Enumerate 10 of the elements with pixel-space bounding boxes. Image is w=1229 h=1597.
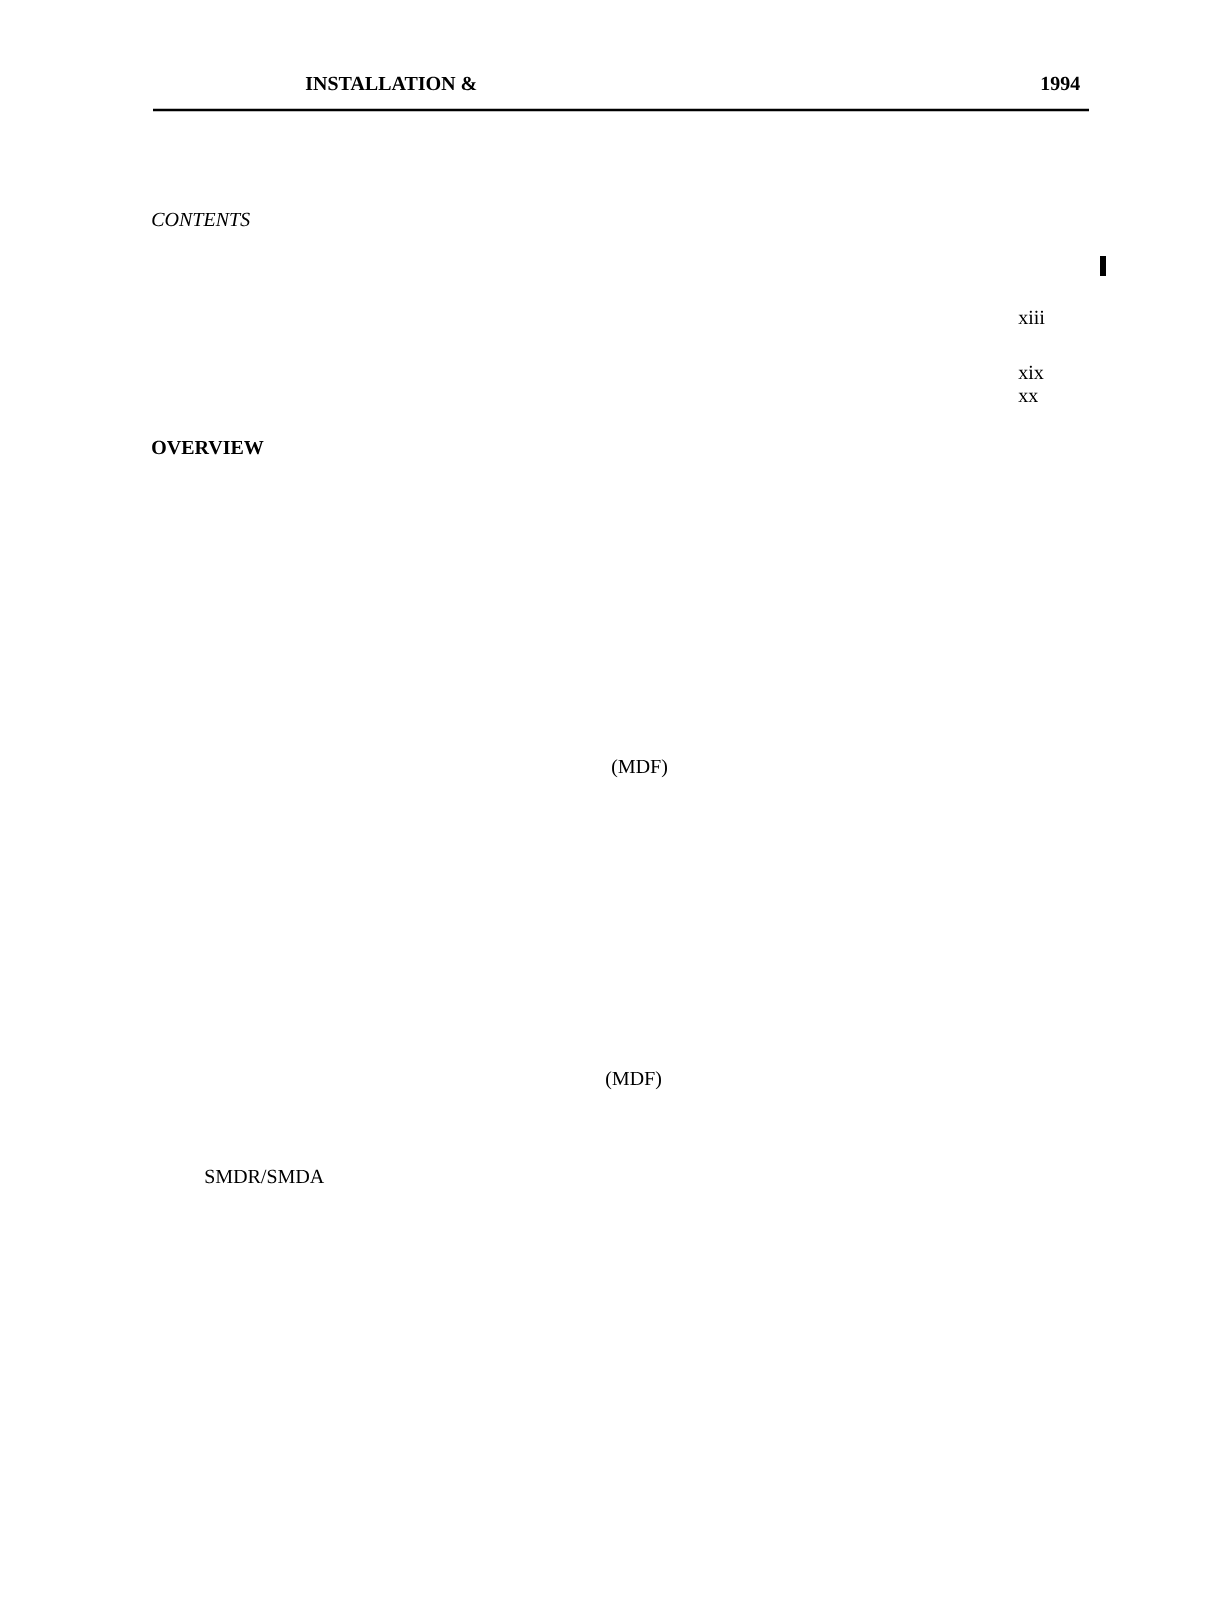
section-heading: OVERVIEW: [152, 440, 264, 455]
page-number: xiii: [1018, 310, 1045, 324]
header-text: INSTALLATION &: [305, 76, 477, 91]
contents-text: (MDF): [606, 1071, 661, 1090]
contents-text: (MDF): [612, 759, 667, 778]
header-year: 1994: [1041, 76, 1080, 91]
contents-text: SMDR/SMDA: [205, 1169, 325, 1184]
page-number: xix: [1018, 365, 1044, 379]
section-heading: CONTENTS: [152, 212, 250, 227]
page-number: xx: [1018, 392, 1038, 402]
